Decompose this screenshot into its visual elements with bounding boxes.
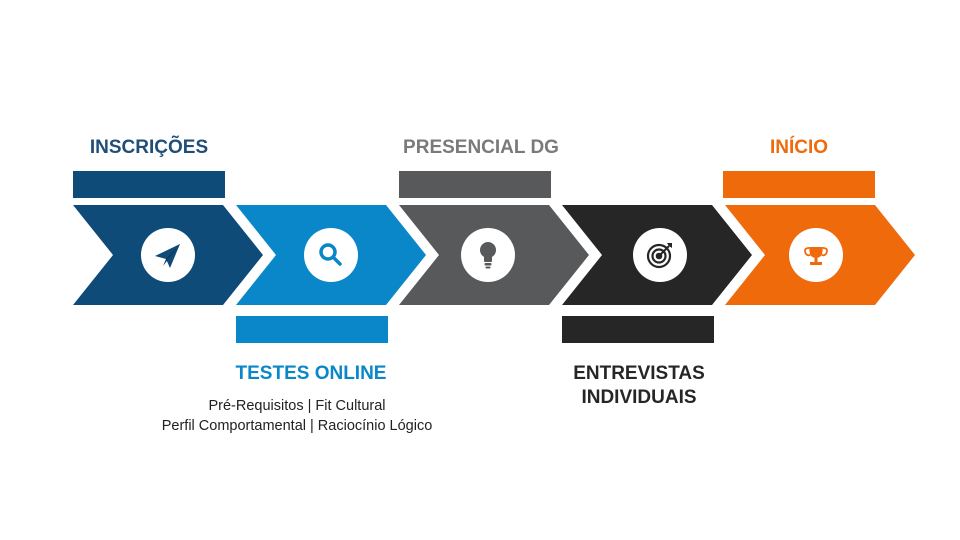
step-bar-testes-online: [236, 316, 388, 343]
lightbulb-icon: [480, 242, 496, 269]
search-icon: [319, 243, 342, 266]
step-title-testes-online: TESTES ONLINE: [235, 363, 387, 384]
step-bar-entrevistas: [562, 316, 714, 343]
step-title-presencial-dg: PRESENCIAL DG: [403, 137, 559, 158]
step-title-inicio: INÍCIO: [769, 137, 829, 158]
step-title-inscricoes: INSCRIÇÕES: [89, 137, 209, 158]
step-detail-line-2: Perfil Comportamental | Raciocínio Lógic…: [161, 418, 433, 434]
target-icon: [646, 243, 672, 269]
step-bar-presencial-dg: [399, 171, 551, 198]
paper-plane-icon: [155, 244, 180, 268]
step-title-entrevistas-individuais: ENTREVISTAS INDIVIDUAIS: [573, 363, 705, 408]
step-bar-inicio: [723, 171, 875, 198]
step-bar-inscricoes: [73, 171, 225, 198]
step-detail-line-1: Pré-Requisitos | Fit Cultural: [208, 398, 386, 414]
trophy-icon: [804, 247, 828, 265]
